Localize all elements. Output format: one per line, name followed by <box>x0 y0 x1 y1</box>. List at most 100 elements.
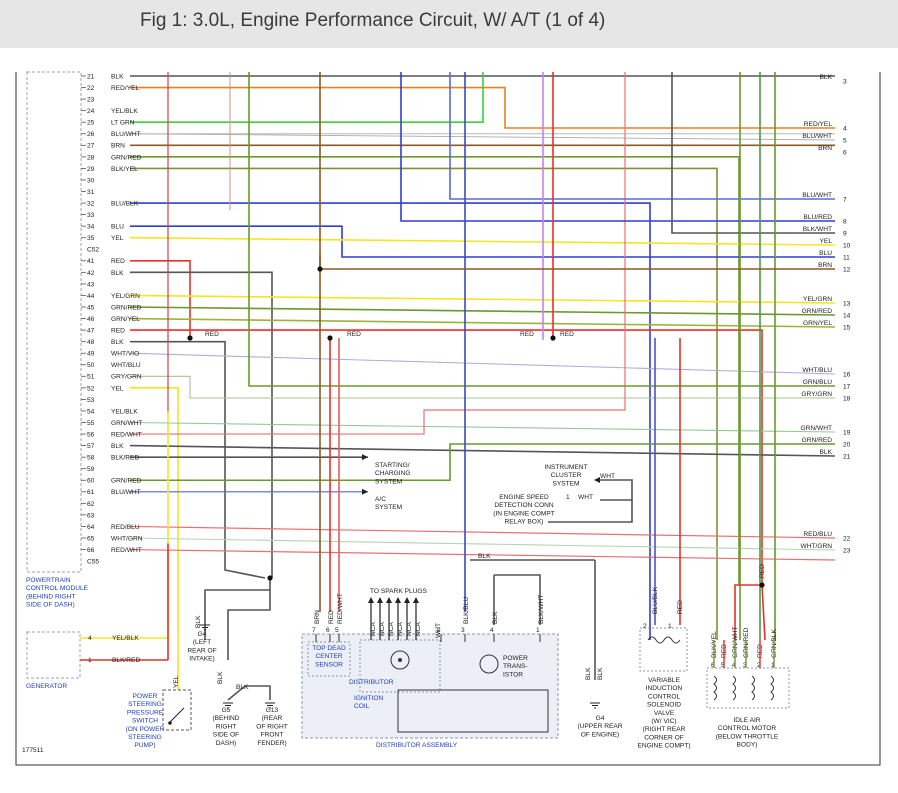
ref-wire-color: BLU/WHT <box>802 192 832 199</box>
g4-right-label: (UPPER REAR <box>577 723 622 730</box>
wire-color-label: YEL/BLK <box>111 408 138 415</box>
wire-color-label: RED <box>111 328 125 335</box>
splice-dot <box>327 335 333 341</box>
pin-number: 32 <box>87 200 95 207</box>
speed-wire-label: WHT <box>578 494 593 501</box>
g4-right-label: G4 <box>596 715 605 722</box>
wire-color-label: GRN/WHT <box>111 420 143 427</box>
iac-coil-icon <box>713 675 717 701</box>
wire-color-label: RED <box>111 258 125 265</box>
vic-label: CONTROL <box>648 693 681 700</box>
cluster-label: INSTRUMENT <box>544 464 587 471</box>
dist-pin-color: BLK <box>492 611 499 624</box>
pin-number: 57 <box>87 443 95 450</box>
wire-35-yel <box>129 236 836 246</box>
ref-number: 21 <box>843 454 851 461</box>
vic-label: INDUCTION <box>646 685 683 692</box>
wires <box>80 72 836 701</box>
splice-dot <box>759 582 765 588</box>
figure-id: 177511 <box>22 747 44 754</box>
wire-color-label: WHT/VIO <box>111 351 139 358</box>
blk-label: BLK <box>217 671 224 684</box>
pin-number: C55 <box>87 559 99 566</box>
iac-label: (BELOW THROTTLE <box>716 733 779 740</box>
g13-label: FENDER) <box>257 740 286 747</box>
pin-number: 22 <box>87 85 95 92</box>
wire-color-label: RED/YEL <box>111 85 140 92</box>
wire-color-label: RED/WHT <box>111 547 142 554</box>
wire-66-red-wht <box>129 548 836 561</box>
iac-coil-icon <box>751 675 755 701</box>
g13-label: (REAR <box>262 715 283 722</box>
wire-color-label: BLK <box>111 73 124 80</box>
ps-switch-box <box>162 689 192 731</box>
ref-wire-color: BLU/RED <box>803 214 832 221</box>
wire-color-label: BLK <box>111 339 124 346</box>
iac-label: BODY) <box>737 742 758 749</box>
pin-number: 47 <box>87 328 95 335</box>
ref-number: 9 <box>843 231 847 238</box>
iac-pin-number: 3 <box>743 662 747 669</box>
nca-label: NCA <box>370 621 377 636</box>
wire-red-iac2 <box>761 584 766 641</box>
pin-number: 27 <box>87 143 95 150</box>
wire-28-grn-red <box>130 156 740 585</box>
pcm-label: SIDE OF DASH) <box>26 602 75 609</box>
g5-label: G5 <box>222 707 231 714</box>
pcm-label: CONTROL MODULE <box>26 585 89 592</box>
wire-blk-g5 <box>227 578 271 660</box>
dist-pin-number: 2 <box>437 627 441 634</box>
vic-box <box>639 627 688 672</box>
wire-color-label: RED/BLU <box>111 524 140 531</box>
pin-number: 56 <box>87 431 95 438</box>
ref-wire-color: GRN/BLU <box>803 379 833 386</box>
wht-label: WHT <box>435 623 442 638</box>
right-refs: 3BLK4RED/YEL5BLU/WHT6BRN7BLU/WHT8BLU/RED… <box>801 74 851 555</box>
wire-vert-249-grn-blu <box>248 72 835 387</box>
ref-wire-color: BLK <box>820 449 833 456</box>
iac-pin-number: 1 <box>771 662 775 669</box>
starting-system-label: SYSTEM <box>375 478 402 485</box>
pin-number: 58 <box>87 455 95 462</box>
pin-number: 63 <box>87 512 95 519</box>
wire-vert-401-blu-red <box>400 72 835 222</box>
plug-arrow-icon <box>377 597 383 603</box>
ps-switch-label: PRESSURE <box>127 709 164 716</box>
wire-color-label: WHT/BLU <box>111 362 141 369</box>
dist-pin-color: RED/WHT <box>337 593 344 624</box>
ps-switch-contact <box>169 707 185 723</box>
ref-number: 17 <box>843 384 851 391</box>
g5-label: SIDE OF <box>213 732 239 739</box>
ref-number: 3 <box>843 79 847 86</box>
cluster-wire-label: WHT <box>600 473 615 480</box>
ref-wire-color: YEL/GRN <box>803 296 832 303</box>
blk-label: BLK <box>585 667 592 680</box>
ps-switch-pivot <box>168 721 172 725</box>
pin-number: 42 <box>87 270 95 277</box>
splice-dot <box>550 335 556 341</box>
wire-32-blu-blk <box>130 202 651 640</box>
plug-arrow-icon <box>413 597 419 603</box>
ign-coil-box <box>397 689 549 733</box>
wire-color-label: GRN/RED <box>111 304 142 311</box>
pin-number: 48 <box>87 339 95 346</box>
wire-blk-cluster <box>600 479 633 500</box>
wire-45-grn-red <box>129 306 836 316</box>
pin-number: 35 <box>87 235 95 242</box>
wire-color-label: GRY/GRN <box>111 374 142 381</box>
gen-pin-number: 4 <box>88 635 92 642</box>
g4-left-label: G4 <box>198 631 207 638</box>
ref-wire-color: BLU <box>819 250 832 257</box>
pin-number: 65 <box>87 535 95 542</box>
ref-number: 19 <box>843 430 851 437</box>
ref-number: 7 <box>843 197 847 204</box>
ref-number: 18 <box>843 396 851 403</box>
pin-number: 31 <box>87 189 95 196</box>
wire-color-label: RED/WHT <box>111 431 142 438</box>
splice-dot <box>187 335 193 341</box>
ref-number: 15 <box>843 325 851 332</box>
arrow-icon <box>594 477 600 483</box>
dist-pin-color: BLK/WHT <box>538 595 545 624</box>
wire-color-label: BRN <box>111 143 125 150</box>
starting-system-label: STARTING/ <box>375 462 410 469</box>
